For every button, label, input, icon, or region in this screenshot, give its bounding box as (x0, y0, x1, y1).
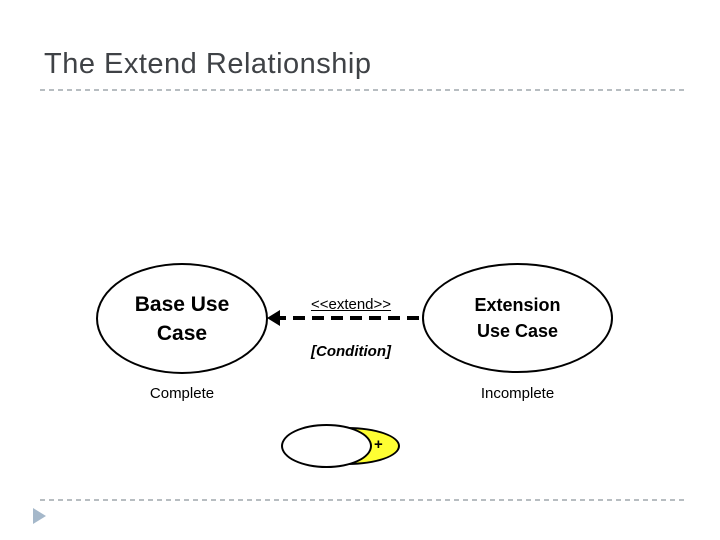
base-use-case-label-line1: Base Use (134, 292, 230, 316)
extension-use-case-label-line1: Extension (474, 295, 561, 315)
legend-plus-sign: + (374, 436, 383, 453)
title-divider (40, 89, 685, 91)
base-use-case-label-line2: Case (156, 321, 208, 345)
slide-title: The Extend Relationship (44, 48, 372, 80)
base-caption: Complete (149, 385, 215, 402)
extend-arrow-dashed-line (274, 316, 422, 320)
extension-caption: Incomplete (480, 385, 555, 402)
footer-divider (40, 499, 685, 501)
base-use-case-ellipse: Base Use Case (96, 263, 268, 374)
legend-white-ellipse (281, 424, 372, 468)
extension-use-case-ellipse: Extension Use Case (422, 263, 613, 373)
extend-arrowhead-icon (267, 310, 280, 326)
extension-use-case-label-line2: Use Case (476, 321, 559, 341)
extend-stereotype-label: <<extend>> (310, 296, 392, 313)
condition-label: [Condition] (311, 343, 391, 360)
slide-footer-triangle-icon (33, 508, 46, 524)
